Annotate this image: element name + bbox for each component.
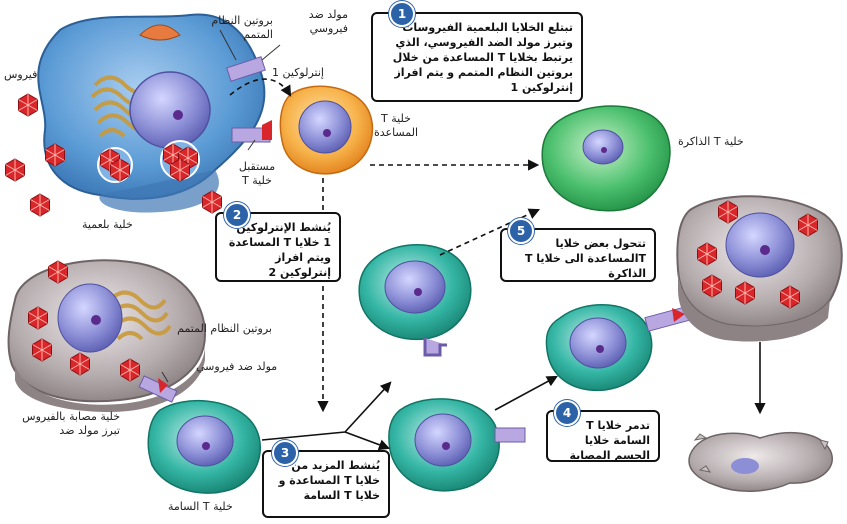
virus-icon bbox=[30, 193, 50, 217]
step-1-text: تبتلع الخلايا البلعمية الفيروسات وتبرز م… bbox=[392, 21, 573, 94]
step-4-text: تدمر خلايا T السامة خلايا الجسم المصابة bbox=[569, 419, 650, 462]
mhc-protein-label-bottom: بروتين النظام المتمم bbox=[177, 322, 272, 335]
arrow bbox=[229, 78, 292, 97]
step-2-box: يُنشط الإنترلوكين 1 خلايا T المساعدة ويت… bbox=[215, 212, 341, 282]
step-3-badge: 3 bbox=[272, 440, 298, 466]
arrow bbox=[494, 375, 558, 411]
activated-cytotoxic-t-cell bbox=[388, 398, 526, 492]
destroyed-cell bbox=[688, 431, 833, 492]
arrow bbox=[344, 431, 391, 451]
target-infected-cell bbox=[676, 195, 843, 342]
phagocyte-cell bbox=[37, 13, 266, 214]
step-4-box: تدمر خلايا T السامة خلايا الجسم المصابة bbox=[546, 410, 660, 462]
t-receptor-label: مستقبل خلية T bbox=[238, 160, 276, 187]
helper-t-label: خلية T المساعدة bbox=[373, 112, 419, 139]
antigen-label-top: مولد ضد فيروسي bbox=[308, 8, 348, 35]
cytotoxic-t-label: خلية T السامة bbox=[168, 500, 233, 513]
activated-helper-t-cell bbox=[358, 243, 472, 357]
attacking-cytotoxic-t-cell bbox=[545, 303, 690, 392]
virus-icon bbox=[5, 158, 25, 182]
mhc-protein-label-top: بروتين النظام المتمم bbox=[211, 14, 273, 41]
arrow bbox=[261, 381, 392, 441]
step-1-box: تبتلع الخلايا البلعمية الفيروسات وتبرز م… bbox=[371, 12, 583, 102]
step-1-badge: 1 bbox=[389, 1, 415, 27]
phagocyte-label: خلية بلعمية bbox=[82, 218, 133, 231]
infected-cell-label: خلية مصابة بالفيروس تبرز مولد ضد bbox=[22, 410, 120, 437]
memory-t-cell bbox=[541, 105, 671, 212]
antigen-label-bottom: مولد ضد فيروسي bbox=[196, 360, 278, 373]
cytotoxic-t-cell bbox=[147, 400, 262, 494]
infected-cell bbox=[7, 259, 207, 412]
virus-icon bbox=[45, 143, 65, 167]
interleukin1-label: إنترلوكين 1 bbox=[272, 66, 324, 79]
step-5-text: تتحول بعض خلايا Tالمساعدة الى خلايا T ال… bbox=[524, 237, 646, 280]
step-4-badge: 4 bbox=[554, 400, 580, 426]
virus-label: فيروس bbox=[4, 68, 38, 81]
step-2-text: يُنشط الإنترلوكين 1 خلايا T المساعدة ويت… bbox=[228, 221, 331, 279]
step-2-badge: 2 bbox=[224, 202, 250, 228]
step-3-text: يُنشط المزيد من خلايا T المساعدة و خلايا… bbox=[278, 459, 380, 502]
helper-t-cell bbox=[279, 85, 374, 175]
memory-t-label: خلية T الذاكرة bbox=[678, 135, 744, 148]
virus-icon bbox=[18, 93, 38, 117]
step-5-badge: 5 bbox=[508, 218, 534, 244]
